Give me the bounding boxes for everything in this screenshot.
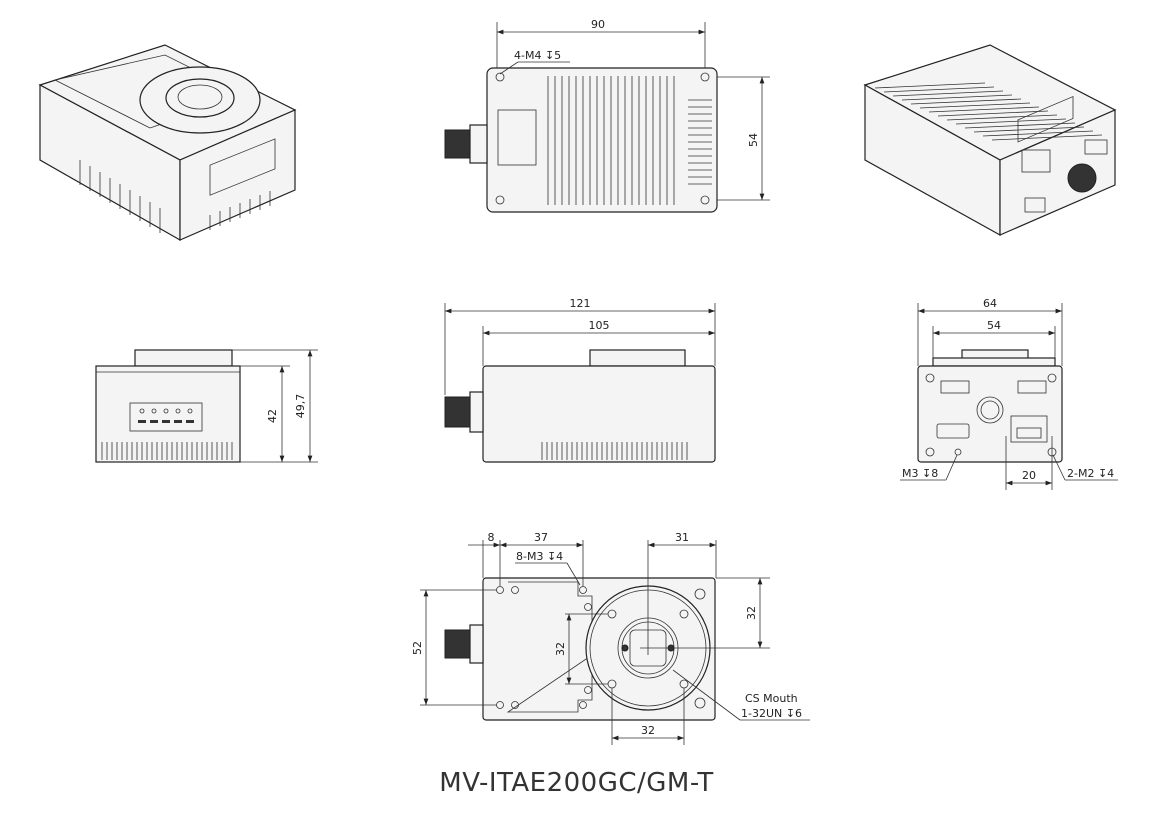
fin-line: [892, 90, 1004, 97]
fin-line: [883, 86, 995, 93]
led-indicator: [151, 408, 157, 414]
fin-line: [973, 126, 1085, 133]
led-indicator: [187, 408, 193, 414]
side-view: 42 49,7: [95, 349, 318, 463]
dim-hole-spacing-y: 32: [554, 642, 567, 656]
dim-height: 52: [411, 641, 424, 655]
fin-line: [901, 94, 1013, 101]
led-label-mark: [150, 420, 158, 423]
dim-height: 54: [747, 133, 760, 147]
led-indicator: [175, 408, 181, 414]
top-view: 90 4-M4 ↧5 54: [444, 18, 770, 213]
fin-line: [946, 114, 1058, 121]
dim-body-length: 105: [589, 319, 610, 332]
mount-label: CS Mouth: [745, 692, 798, 705]
right-thread-label: 2-M2 ↧4: [1067, 467, 1114, 480]
fin-line: [910, 98, 1022, 105]
left-thread-label: M3 ↧8: [902, 467, 938, 480]
model-title: MV-ITAE200GC/GM-T: [439, 768, 714, 798]
led-label-mark: [174, 420, 182, 423]
dim-total-length: 121: [570, 297, 591, 310]
fin-line: [928, 106, 1040, 113]
fin-line: [937, 110, 1049, 117]
bottom-view: 8 37 31 8-M3 ↧4 52 32 32 32 CS Mouth 1-3…: [411, 531, 810, 745]
rear-view: 64 54 20 M3 ↧8 2-M2 ↧4: [900, 297, 1118, 490]
dim-offset: 8: [488, 531, 495, 544]
dim-lens-hole-spacing: 32: [641, 724, 655, 737]
isometric-view-front: [38, 44, 297, 242]
fin-line: [964, 122, 1076, 129]
fin-line: [955, 118, 1067, 125]
led-label-mark: [186, 420, 194, 423]
led-label-mark: [162, 420, 170, 423]
led-indicator: [163, 408, 169, 414]
dim-height: 42: [266, 409, 279, 423]
dim-port-spacing: 20: [1022, 469, 1036, 482]
front-view: 121 105: [444, 297, 716, 463]
dim-hole-spacing-x: 37: [534, 531, 548, 544]
dim-inner-width: 54: [987, 319, 1001, 332]
fin-line: [874, 82, 986, 89]
isometric-view-rear: [863, 44, 1117, 237]
dim-width: 90: [591, 18, 605, 31]
led-indicator: [139, 408, 145, 414]
holes-label: 4-M4 ↧5: [514, 49, 561, 62]
dim-lens-offset-x: 31: [675, 531, 689, 544]
holes-label: 8-M3 ↧4: [516, 550, 563, 563]
dim-width: 64: [983, 297, 997, 310]
dim-lens-offset-y: 32: [745, 606, 758, 620]
led-label-mark: [138, 420, 146, 423]
fin-line: [991, 134, 1103, 141]
mount-thread-label: 1-32UN ↧6: [741, 707, 802, 720]
fin-line: [919, 102, 1031, 109]
dim-total-height: 49,7: [294, 394, 307, 419]
